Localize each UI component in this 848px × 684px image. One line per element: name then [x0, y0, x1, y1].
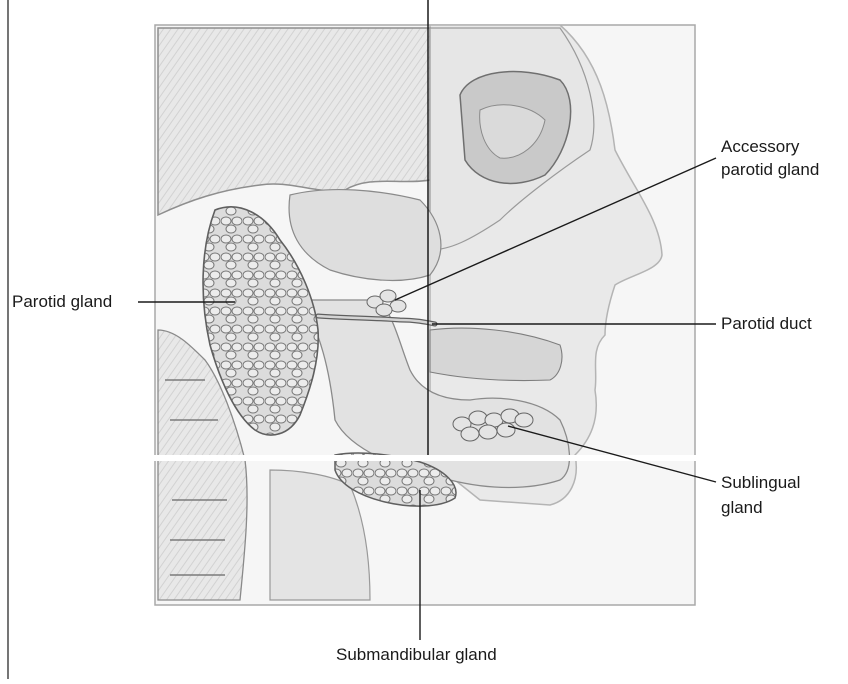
label-sublingual-line2: gland — [721, 497, 763, 519]
label-parotid-gland: Parotid gland — [12, 291, 112, 313]
label-sublingual-line1: Sublingual — [721, 472, 800, 494]
label-submandibular-gland: Submandibular gland — [336, 644, 497, 666]
label-accessory-parotid-line2: parotid gland — [721, 159, 819, 181]
label-accessory-parotid-line1: Accessory — [721, 136, 799, 158]
label-parotid-duct: Parotid duct — [721, 313, 812, 335]
